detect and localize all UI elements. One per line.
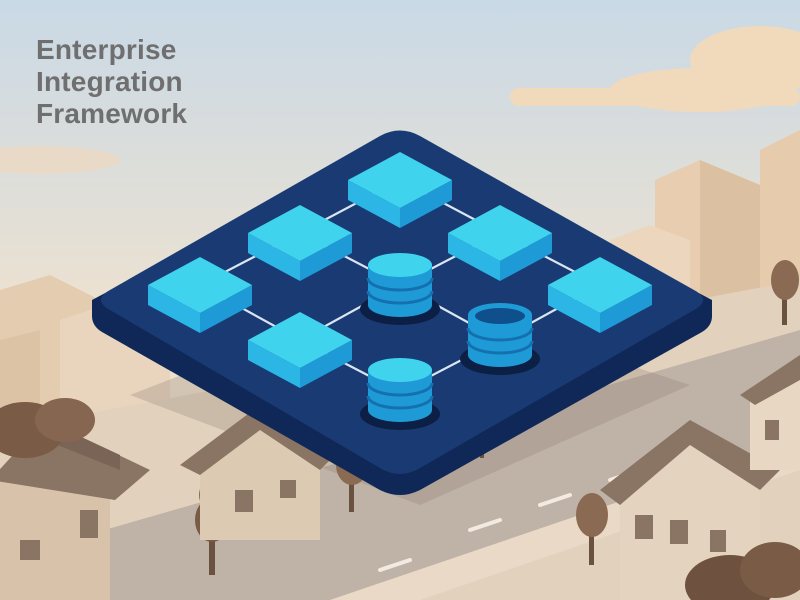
cloud-icon: [0, 146, 120, 174]
tree-icon: [771, 260, 799, 325]
house-icon: [180, 405, 340, 540]
module-block-icon: [548, 257, 652, 333]
database-icon: [360, 358, 440, 430]
tree-icon: [0, 398, 95, 458]
title-line-2: Integration: [36, 66, 183, 97]
tree-icon: [576, 493, 608, 565]
module-block-icon: [148, 257, 252, 333]
module-block-icon: [248, 205, 352, 281]
cloud-icon: [510, 26, 800, 112]
module-block-icon: [248, 312, 352, 388]
tree-icon: [685, 542, 800, 600]
title-line-3: Framework: [36, 98, 188, 129]
module-block-icon: [348, 152, 452, 228]
database-icon: [360, 253, 440, 325]
module-block-icon: [448, 205, 552, 281]
database-icon: [460, 303, 540, 375]
page-title: Enterprise Integration Framework: [36, 34, 187, 130]
title-line-1: Enterprise: [36, 34, 177, 65]
house-icon: [740, 355, 800, 470]
